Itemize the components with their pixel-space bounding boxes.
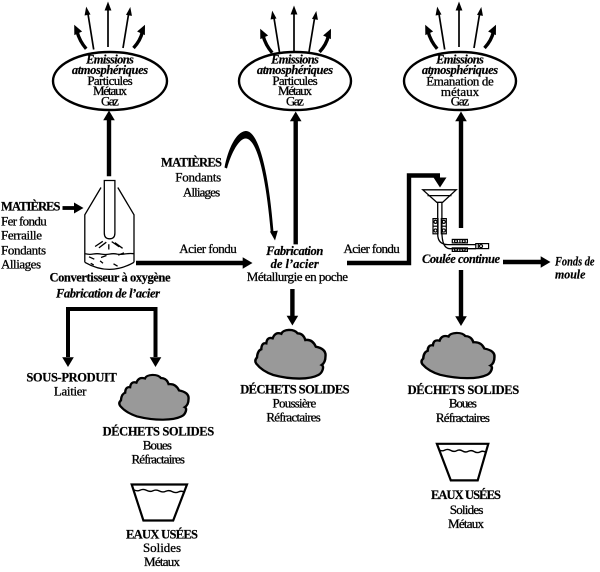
svg-text:Réfractaires: Réfractaires	[131, 451, 185, 466]
svg-text:Particules: Particules	[87, 73, 132, 88]
svg-text:Boues: Boues	[449, 396, 477, 411]
svg-text:Émissions: Émissions	[270, 52, 319, 66]
svg-text:Fabrication: Fabrication	[265, 244, 323, 258]
svg-text:Solides: Solides	[143, 540, 181, 555]
svg-text:MATIÈRES: MATIÈRES	[1, 199, 61, 213]
svg-text:Réfractaires: Réfractaires	[266, 410, 321, 425]
svg-text:MATIÈRES: MATIÈRES	[161, 156, 222, 170]
svg-text:Émissions: Émissions	[85, 52, 134, 66]
svg-text:Métaux: Métaux	[278, 83, 313, 98]
svg-text:Gaz: Gaz	[451, 93, 470, 108]
svg-text:atmosphériques: atmosphériques	[72, 63, 148, 77]
svg-text:Gaz: Gaz	[286, 94, 304, 109]
svg-text:Acier fondu: Acier fondu	[179, 241, 237, 256]
svg-text:Gaz: Gaz	[101, 94, 119, 109]
svg-text:Ferraille: Ferraille	[1, 228, 42, 243]
svg-text:Fonds de: Fonds de	[554, 255, 595, 269]
svg-text:atmosphériques: atmosphériques	[422, 63, 498, 77]
svg-text:Convertisseur à oxygène: Convertisseur à oxygène	[50, 271, 171, 285]
svg-text:Boues: Boues	[143, 437, 172, 452]
svg-text:Fondants: Fondants	[175, 170, 221, 185]
svg-text:Réfractaires: Réfractaires	[436, 410, 490, 425]
svg-text:métaux: métaux	[441, 84, 480, 99]
svg-text:atmosphériques: atmosphériques	[257, 63, 333, 77]
svg-text:Fabrication de l’acier: Fabrication de l’acier	[55, 287, 160, 301]
svg-text:de l’acier: de l’acier	[271, 257, 319, 271]
svg-text:moule: moule	[555, 268, 586, 282]
svg-text:Alliages: Alliages	[1, 257, 41, 272]
svg-text:Émissions: Émissions	[435, 52, 484, 66]
svg-text:Coulée continue: Coulée continue	[422, 252, 500, 266]
svg-text:Acier fondu: Acier fondu	[343, 241, 400, 256]
svg-text:Émanation de: Émanation de	[426, 74, 494, 89]
svg-text:Particules: Particules	[272, 73, 317, 88]
svg-text:Solides: Solides	[450, 502, 484, 517]
svg-text:Fondants: Fondants	[1, 243, 46, 258]
svg-text:DÉCHETS SOLIDES: DÉCHETS SOLIDES	[103, 425, 215, 439]
svg-text:Laitier: Laitier	[54, 384, 87, 399]
svg-text:Poussière: Poussière	[273, 396, 317, 411]
svg-text:Métaux: Métaux	[144, 554, 181, 569]
svg-text:EAUX USÉES: EAUX USÉES	[126, 527, 198, 541]
svg-text:DÉCHETS SOLIDES: DÉCHETS SOLIDES	[240, 383, 349, 397]
svg-text:Métaux: Métaux	[448, 516, 485, 531]
svg-text:Fer fondu: Fer fondu	[1, 213, 47, 228]
svg-text:Métallurgie en poche: Métallurgie en poche	[247, 269, 348, 284]
svg-text:EAUX USÉES: EAUX USÉES	[431, 488, 501, 502]
svg-text:Alliages: Alliages	[183, 185, 220, 200]
svg-text:Métaux: Métaux	[93, 83, 128, 98]
svg-text:SOUS-PRODUIT: SOUS-PRODUIT	[26, 371, 117, 385]
svg-text:DÉCHETS SOLIDES: DÉCHETS SOLIDES	[408, 383, 520, 397]
